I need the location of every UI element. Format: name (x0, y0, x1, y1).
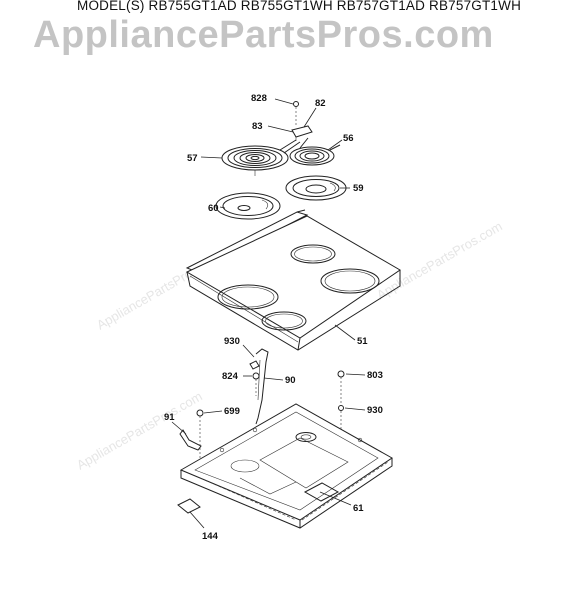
model-numbers: MODEL(S) RB755GT1AD RB755GT1WH RB757GT1A… (77, 0, 522, 13)
part-803-screw-right (337, 370, 345, 404)
part-57-large-surface-element (221, 139, 301, 176)
callout-803: 803 (367, 370, 383, 381)
callout-91: 91 (164, 412, 175, 423)
part-930-spring-clip-left (249, 360, 260, 370)
part-51-cooktop (185, 209, 401, 351)
part-90-support-rod (255, 348, 269, 425)
callout-51: 51 (357, 336, 368, 347)
callout-60: 60 (208, 203, 219, 214)
callout-82: 82 (315, 98, 326, 109)
part-91-bracket (179, 429, 202, 451)
callout-824: 824 (222, 371, 239, 382)
callout-83: 83 (252, 121, 263, 132)
callout-930-left: 930 (224, 336, 240, 347)
callout-56: 56 (343, 133, 354, 144)
callout-59: 59 (353, 183, 364, 194)
part-824-screw-left (252, 372, 260, 396)
faint-watermark: AppliancePartsPros.com (74, 388, 205, 472)
callout-699: 699 (224, 406, 240, 417)
part-83-terminal-block (291, 125, 313, 141)
part-828-screw (293, 101, 299, 126)
callout-930-right: 930 (367, 405, 383, 416)
callout-828: 828 (251, 93, 267, 104)
part-56-small-surface-element (289, 137, 341, 166)
callout-90: 90 (285, 375, 296, 386)
site-watermark: AppliancePartsPros.com (33, 14, 494, 56)
callout-61: 61 (353, 503, 364, 514)
part-61-burner-box (179, 403, 393, 529)
callout-labels: 828 82 83 56 57 59 60 51 930 824 90 803 … (164, 93, 383, 542)
callout-144: 144 (202, 531, 219, 542)
leader-lines (171, 98, 366, 529)
part-60-large-drip-pan (215, 192, 281, 220)
part-59-small-drip-pan (285, 175, 347, 201)
part-144-cover-plate (177, 498, 201, 514)
header: MODEL(S) RB755GT1AD RB755GT1WH RB757GT1A… (0, 0, 576, 60)
callout-57: 57 (187, 153, 198, 164)
